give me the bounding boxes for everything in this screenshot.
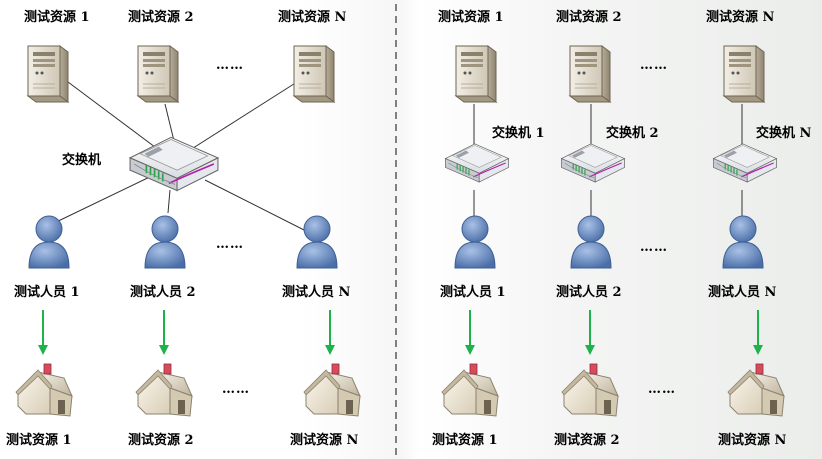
left-bottom-resource-label: 测试资源 N <box>290 433 359 448</box>
left-bottom-resource-label: 测试资源 2 <box>128 433 194 448</box>
switch-icon <box>444 143 510 183</box>
line-serverN-switch <box>189 81 298 151</box>
ellipsis: …… <box>640 240 668 255</box>
server-icon <box>27 45 69 103</box>
right-tester-label: 测试人员 1 <box>440 285 506 300</box>
left-tester-label: 测试人员 2 <box>130 285 196 300</box>
left-top-server-label: 测试资源 2 <box>128 10 194 25</box>
left-top-server-label: 测试资源 N <box>278 10 347 25</box>
left-tester-label: 测试人员 N <box>282 285 351 300</box>
ellipsis: …… <box>648 382 676 397</box>
right-arrows <box>465 310 763 355</box>
left-tester-label: 测试人员 1 <box>14 285 80 300</box>
switch-label: 交换机 1 <box>492 126 545 141</box>
house-icon <box>727 363 785 417</box>
person-icon <box>296 215 338 269</box>
ellipsis: …… <box>216 58 244 73</box>
switch-label: 交换机 2 <box>606 126 659 141</box>
person-icon <box>570 215 612 269</box>
switch-label: 交换机 <box>62 153 102 168</box>
right-bottom-resource-label: 测试资源 N <box>718 433 787 448</box>
server-icon <box>137 45 179 103</box>
left-connections <box>49 81 309 233</box>
ellipsis: …… <box>640 58 668 73</box>
left-top-server-label: 测试资源 1 <box>24 10 90 25</box>
switch-label: 交换机 N <box>756 126 812 141</box>
house-icon <box>561 363 619 417</box>
house-icon <box>441 363 499 417</box>
right-top-server-label: 测试资源 2 <box>556 10 622 25</box>
house-icon <box>135 363 193 417</box>
person-icon <box>28 215 70 269</box>
right-bottom-resource-label: 测试资源 1 <box>432 433 498 448</box>
server-icon <box>569 45 611 103</box>
house-icon <box>15 363 73 417</box>
left-arrows <box>38 310 335 355</box>
ellipsis: …… <box>216 237 244 252</box>
switch-icon <box>712 143 778 183</box>
ellipsis: …… <box>222 382 250 397</box>
server-icon <box>455 45 497 103</box>
switch-icon <box>560 143 626 183</box>
line-testerN-switch <box>204 179 309 233</box>
left-bottom-resource-label: 测试资源 1 <box>6 433 72 448</box>
right-top-server-label: 测试资源 1 <box>438 10 504 25</box>
person-icon <box>454 215 496 269</box>
server-icon <box>293 45 335 103</box>
right-bottom-resource-label: 测试资源 2 <box>554 433 620 448</box>
person-icon <box>722 215 764 269</box>
line-tester1-switch <box>49 171 161 226</box>
line-tester2-switch <box>167 189 171 214</box>
right-tester-label: 测试人员 2 <box>556 285 622 300</box>
server-icon <box>723 45 765 103</box>
right-top-server-label: 测试资源 N <box>706 10 775 25</box>
right-tester-label: 测试人员 N <box>708 285 777 300</box>
person-icon <box>144 215 186 269</box>
house-icon <box>303 363 361 417</box>
switch-icon <box>129 136 219 192</box>
